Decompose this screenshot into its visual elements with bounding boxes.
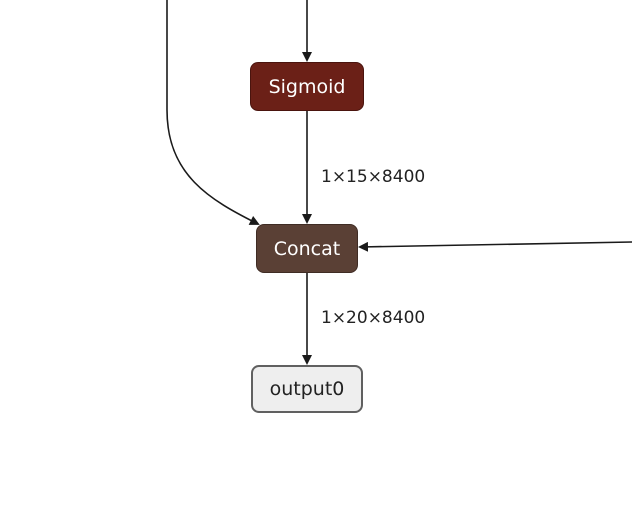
concat-node[interactable]: Concat <box>256 224 358 273</box>
edge-label-concat-output: 1×20×8400 <box>321 308 426 328</box>
output-node-label: output0 <box>269 378 345 400</box>
output-node[interactable]: output0 <box>251 365 363 413</box>
edge-left-into-concat <box>166 0 260 225</box>
sigmoid-node-label: Sigmoid <box>268 75 346 98</box>
concat-node-label: Concat <box>273 237 341 260</box>
edge-right-into-concat <box>358 241 632 252</box>
edge-label-sigmoid-concat: 1×15×8400 <box>321 167 426 187</box>
sigmoid-node[interactable]: Sigmoid <box>250 62 364 111</box>
